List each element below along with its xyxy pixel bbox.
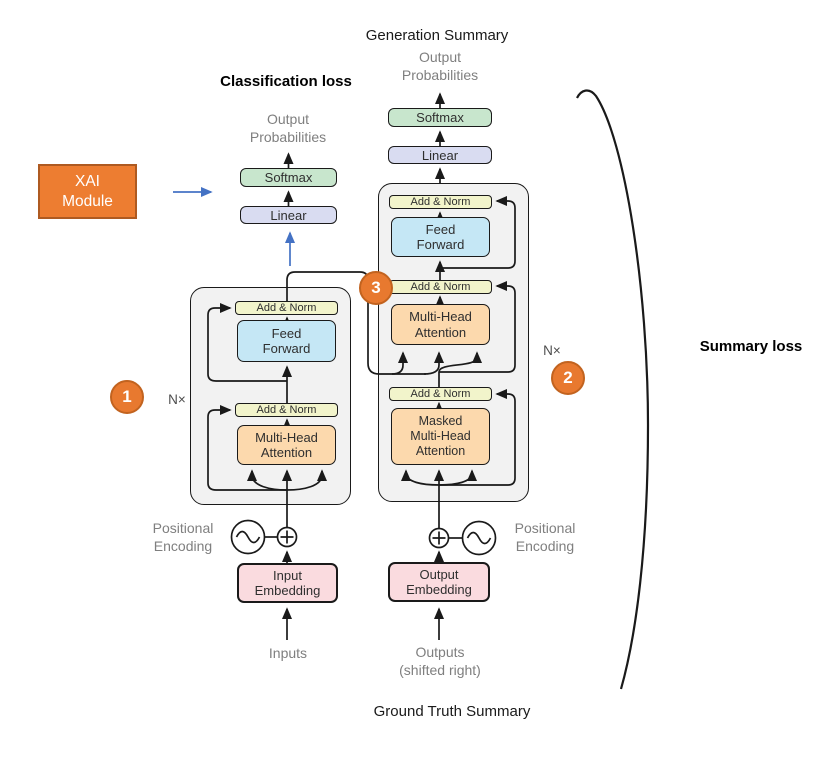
encoder-feed-forward: Feed Forward: [237, 320, 336, 362]
xai-module-box: XAI Module: [38, 164, 137, 219]
positional-encoding-left-label: Positional Encoding: [152, 520, 214, 554]
wire-dec-residual-low: [439, 388, 516, 486]
sine-wave-icon: [230, 519, 266, 555]
decoder-add-norm-mid: Add & Norm: [389, 280, 492, 294]
output-embedding-box: Output Embedding: [388, 562, 490, 602]
arrow-dec-mmha-left: [400, 469, 440, 486]
summary-loss-label: Summary loss: [699, 338, 803, 355]
decoder-multi-head-attention: Multi-Head Attention: [391, 304, 490, 345]
arrow-enc-mha-right: [286, 469, 328, 491]
wire-dec-residual-high: [440, 195, 516, 269]
wire-enc-residual-low: [207, 404, 287, 491]
black-wires: [207, 89, 650, 690]
encoder-add-norm-top: Add & Norm: [235, 301, 338, 315]
badge-1: 1: [110, 380, 144, 414]
badge-2: 2: [551, 361, 585, 395]
sine-wave-icon: [461, 520, 497, 556]
arrow-cross-attn-2: [423, 351, 445, 375]
output-probabilities-right-label: Output Probabilities: [401, 49, 479, 83]
blue-wires: [173, 186, 296, 266]
masked-multi-head-attention-box: Masked Multi-Head Attention: [391, 408, 490, 465]
arrow-dec-mmha-right: [438, 469, 478, 486]
outputs-label: Outputs (shifted right): [399, 644, 481, 678]
softmax-box-right: Softmax: [388, 108, 492, 127]
linear-box-right: Linear: [388, 146, 492, 164]
output-probabilities-left-label: Output Probabilities: [249, 111, 327, 145]
plus-icon: [276, 526, 298, 548]
encoder-multi-head-attention: Multi-Head Attention: [237, 425, 336, 465]
decoder-add-norm-top: Add & Norm: [389, 195, 492, 209]
arrow-cross-attn-1: [391, 351, 409, 375]
positional-encoding-right-label: Positional Encoding: [514, 520, 576, 554]
decoder-feed-forward: Feed Forward: [391, 217, 490, 257]
arrow-dec-query: [438, 351, 483, 373]
badge-3: 3: [359, 271, 393, 305]
wire-enc-residual-high: [207, 302, 287, 382]
classification-loss-label: Classification loss: [220, 73, 352, 90]
n-times-label-right: N×: [543, 343, 561, 358]
generation-summary-label: Generation Summary: [365, 27, 509, 44]
decoder-add-norm-bottom: Add & Norm: [389, 387, 492, 401]
wire-dec-residual-mid: [439, 280, 516, 373]
ground-truth-summary-label: Ground Truth Summary: [373, 703, 531, 720]
linear-box-left: Linear: [240, 206, 337, 224]
n-times-label-left: N×: [168, 392, 186, 407]
plus-icon: [428, 527, 450, 549]
encoder-add-norm-bottom: Add & Norm: [235, 403, 338, 417]
softmax-box-left: Softmax: [240, 168, 337, 187]
summary-loss-brace: [576, 89, 650, 690]
input-embedding-box: Input Embedding: [237, 563, 338, 603]
inputs-label: Inputs: [268, 645, 308, 661]
arrow-enc-mha-left: [246, 469, 288, 491]
